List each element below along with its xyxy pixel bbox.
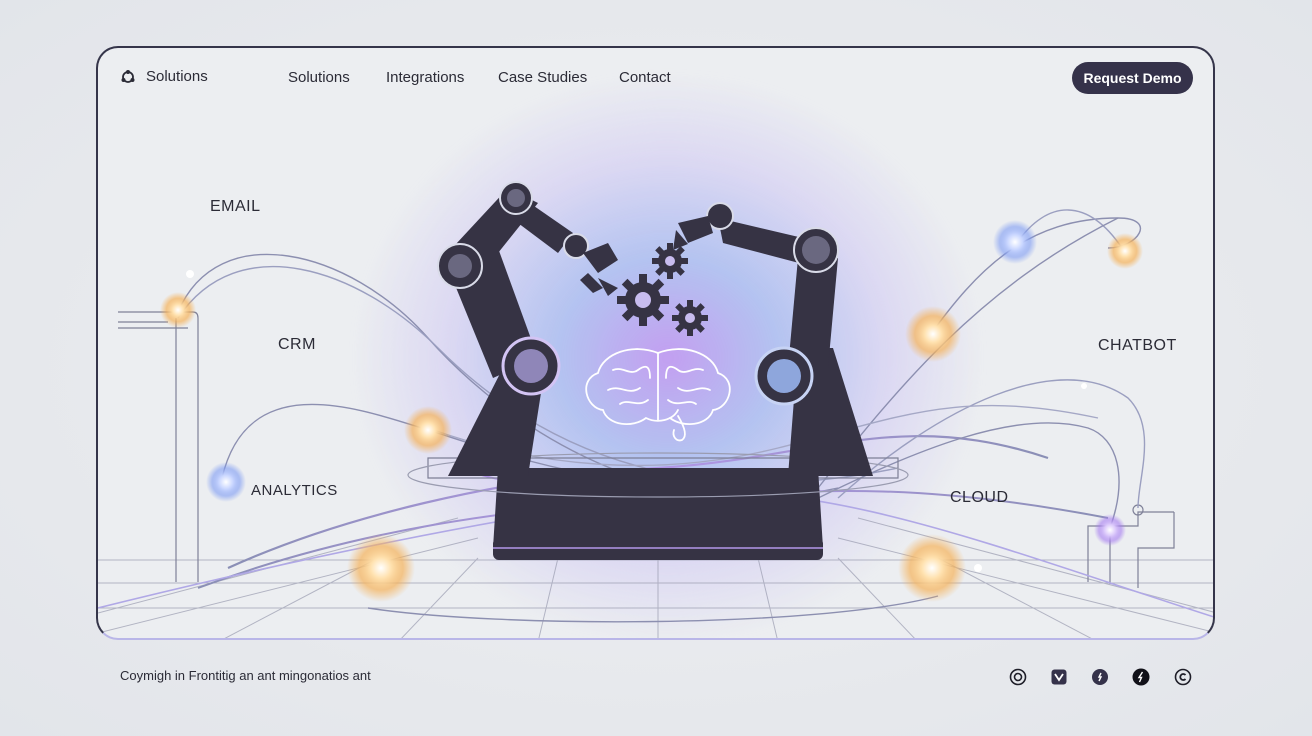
nav-link-contact[interactable]: Contact: [619, 69, 671, 86]
logo-icon: [121, 69, 135, 83]
nav-link-solutions[interactable]: Solutions: [288, 69, 350, 86]
light-nodes: [160, 220, 1143, 602]
vimeo-icon[interactable]: [1050, 668, 1068, 686]
nav-link-case-studies[interactable]: Case Studies: [498, 69, 588, 86]
label-chatbot: CHATBOT: [1098, 337, 1177, 354]
top-navigation: Solutions Solutions Integrations Case St…: [98, 48, 1213, 110]
right-conduit: [1087, 504, 1175, 588]
facebook-icon[interactable]: [1091, 668, 1109, 686]
nav-link-integrations[interactable]: Integrations: [386, 69, 465, 86]
hero-illustration: [98, 181, 1213, 638]
hero-frame: Solutions Solutions Integrations Case St…: [96, 46, 1215, 640]
instagram-icon[interactable]: [1009, 668, 1027, 686]
left-conduit: [118, 311, 199, 582]
label-email: EMAIL: [210, 198, 261, 215]
left-robot-arm: [437, 181, 618, 476]
request-demo-button[interactable]: Request Demo: [1072, 62, 1193, 94]
right-robot-arm: [673, 202, 873, 476]
label-cloud: CLOUD: [950, 489, 1009, 506]
label-analytics: ANALYTICS: [251, 482, 338, 499]
brand-label: Solutions: [146, 68, 208, 85]
flash-icon[interactable]: [1132, 668, 1150, 686]
brand[interactable]: Solutions: [120, 68, 208, 85]
robot-platform: [407, 452, 909, 560]
label-crm: CRM: [278, 336, 316, 353]
copyright-icon[interactable]: [1174, 668, 1192, 686]
footer-copyright: Coymigh in Frontitig an ant mingonatios …: [120, 668, 371, 683]
gear-icon: [617, 243, 708, 336]
brain-icon: [585, 348, 731, 442]
